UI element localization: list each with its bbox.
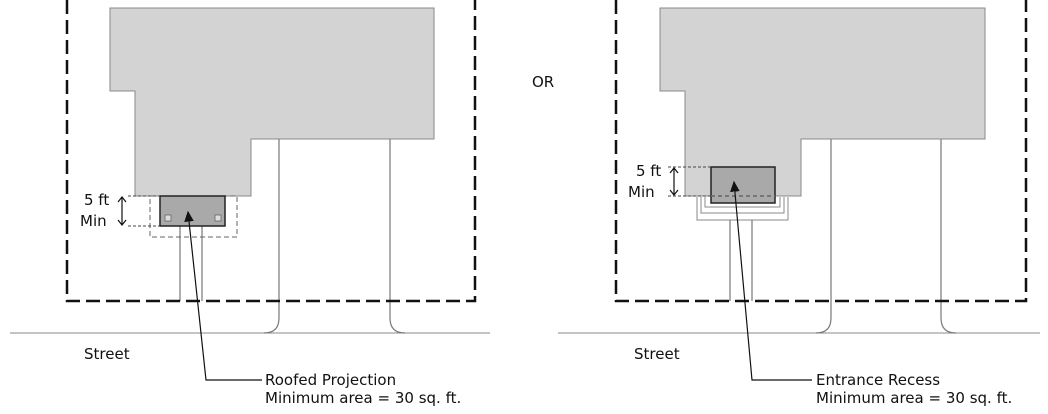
property-line	[65, 0, 477, 303]
or-separator: OR	[532, 73, 555, 91]
callout-leader	[184, 210, 262, 381]
entrance-recess	[710, 166, 776, 204]
post	[164, 214, 172, 222]
roofed-projection	[159, 195, 226, 227]
driveway-line	[263, 139, 280, 334]
dimension-qualifier: Min	[628, 183, 655, 201]
callout-detail: Minimum area = 30 sq. ft.	[816, 389, 1013, 407]
driveway-line	[815, 139, 832, 334]
callout-detail: Minimum area = 30 sq. ft.	[265, 389, 462, 407]
callout-title: Roofed Projection	[265, 371, 397, 389]
building	[109, 7, 435, 197]
building	[659, 7, 986, 197]
callout-title: Entrance Recess	[816, 371, 941, 389]
step-outline	[700, 197, 785, 214]
step-outline	[696, 197, 789, 221]
post	[214, 214, 222, 222]
right-panel	[558, 0, 1040, 381]
dimension-value: 5 ft	[84, 191, 110, 209]
street-label: Street	[84, 345, 130, 363]
left-panel	[10, 0, 490, 381]
dimension-value: 5 ft	[636, 162, 662, 180]
dimension-qualifier: Min	[80, 212, 107, 230]
step-outline	[704, 197, 781, 208]
street-label: Street	[634, 345, 680, 363]
callout-leader	[730, 180, 812, 381]
driveway-line	[940, 139, 957, 334]
property-line	[614, 0, 1028, 303]
driveway-line	[389, 139, 406, 334]
